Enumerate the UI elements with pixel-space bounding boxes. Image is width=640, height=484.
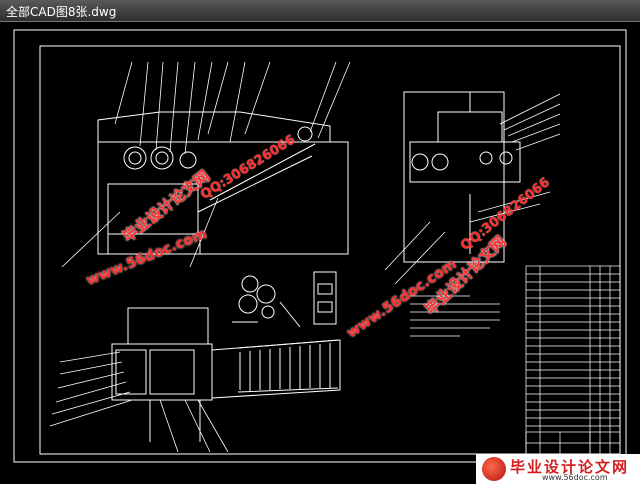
side-view-leaders [61, 61, 351, 268]
logo-emblem-icon [482, 457, 506, 481]
end-view-leaders [384, 93, 561, 285]
machine-plan-view [111, 307, 341, 442]
site-logo: 毕业设计论文网 www.56doc.com [476, 454, 640, 484]
technical-notes [410, 295, 500, 337]
logo-title: 毕业设计论文网 [510, 458, 630, 476]
drawing-inner-frame [39, 45, 621, 455]
drawing-outer-frame [13, 29, 627, 463]
bracket-detail-view [313, 271, 337, 325]
logo-url: www.56doc.com [542, 473, 608, 482]
plan-view-leaders [49, 351, 229, 453]
machine-side-view [97, 111, 349, 255]
window-title: 全部CAD图8张.dwg [6, 5, 117, 19]
window-titlebar: 全部CAD图8张.dwg [0, 0, 640, 22]
gear-detail-view [232, 275, 301, 328]
parts-list-table [525, 265, 621, 455]
machine-end-view [403, 91, 521, 263]
cad-drawing-canvas[interactable]: 毕业设计论文网 www.56doc.com QQ:306826066 QQ:30… [0, 22, 640, 484]
cad-drawing [13, 29, 627, 463]
